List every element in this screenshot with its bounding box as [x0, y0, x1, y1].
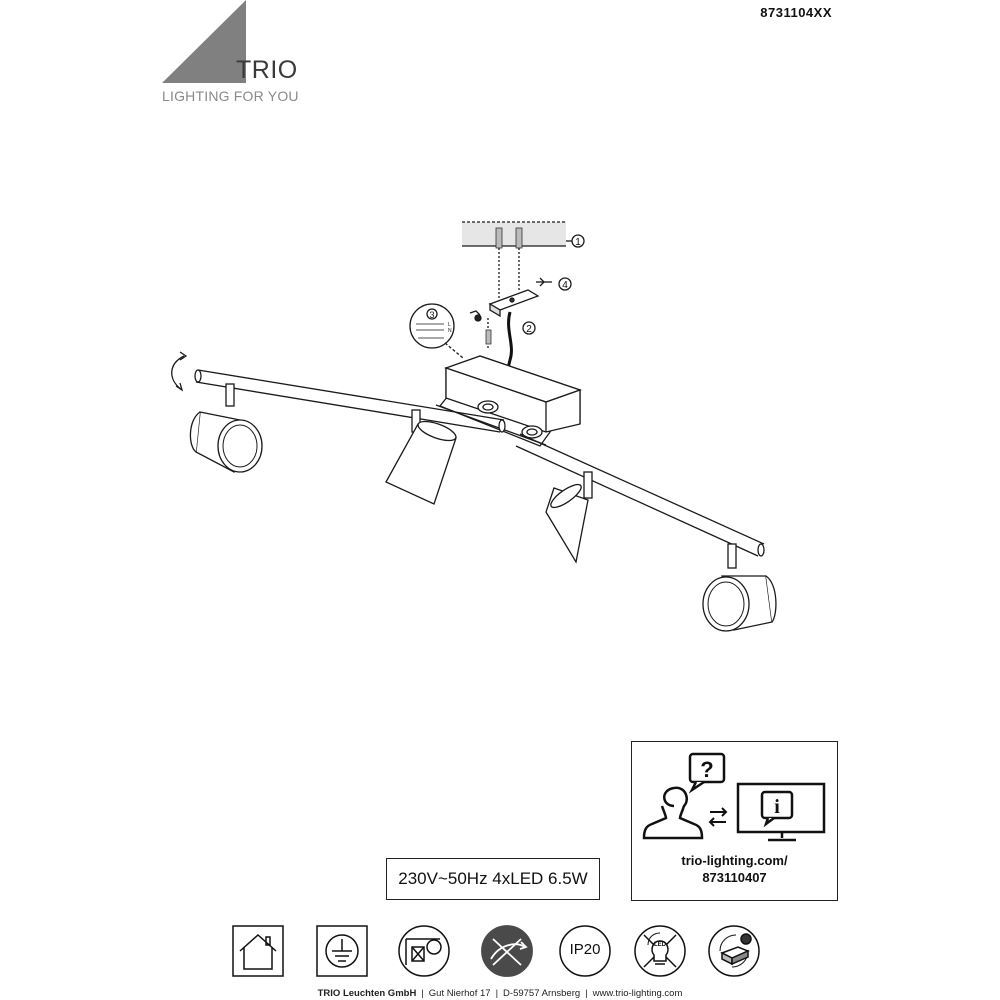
- minimum-distance-icon: [398, 925, 450, 977]
- ip20-icon: IP20: [559, 925, 611, 977]
- wiring-label-l: L: [448, 322, 451, 328]
- info-letter: i: [774, 796, 780, 818]
- protective-earth-icon: [316, 925, 368, 977]
- footer-street: Gut Nierhof 17: [428, 988, 491, 999]
- footer-company: TRIO Leuchten GmbH: [317, 988, 417, 999]
- spot-4: [702, 543, 777, 632]
- info-url-line2[interactable]: 873110407: [702, 870, 767, 885]
- spot-3: [545, 471, 593, 564]
- brand-name: TRIO: [236, 56, 298, 84]
- callout-2: 2: [526, 324, 532, 335]
- left-rod: [194, 369, 506, 433]
- callout-1: 1: [575, 237, 581, 248]
- question-mark: ?: [700, 757, 713, 782]
- callout-4: 4: [562, 280, 568, 291]
- not-dimmable-icon: [481, 925, 533, 977]
- online-info-box: ? i trio-lighting.com/ 873110407: [631, 741, 838, 901]
- led-not-replaceable-icon: LED: [634, 925, 686, 977]
- callout-3: 3: [429, 310, 434, 320]
- footer-city: D-59757 Arnsberg: [503, 988, 581, 999]
- online-help-illustration: ? i: [642, 752, 826, 842]
- electrical-spec: 230V~50Hz 4xLED 6.5W: [386, 858, 600, 900]
- wiring-label-n: N: [448, 328, 452, 334]
- footer: TRIO Leuchten GmbH|Gut Nierhof 17|D-5975…: [317, 988, 683, 999]
- assembly-drawing: 1 4 2 3 L N: [171, 221, 777, 632]
- ceiling-section: [462, 221, 566, 249]
- rotate-arrow: [171, 355, 185, 391]
- footer-website[interactable]: www.trio-lighting.com: [592, 988, 683, 999]
- spot-1: [189, 383, 263, 474]
- driver-not-replaceable-icon: [708, 925, 760, 977]
- wiring-detail: 3 L N: [409, 303, 464, 359]
- right-rod: [515, 433, 765, 557]
- question-bubble: [688, 752, 726, 784]
- user-silhouette-icon: [642, 786, 704, 840]
- product-code: 8731104XX: [760, 5, 832, 20]
- info-url[interactable]: trio-lighting.com/ 873110407: [632, 852, 837, 886]
- canopy-box: [435, 355, 582, 447]
- trio-logo-triangle: [162, 0, 246, 83]
- ip20-label: IP20: [569, 941, 601, 958]
- led-label: LED: [654, 942, 666, 948]
- info-url-line1[interactable]: trio-lighting.com/: [681, 853, 788, 868]
- brand-tagline: LIGHTING FOR YOU: [162, 88, 299, 104]
- mounting-bracket: [488, 277, 552, 318]
- indoor-house-icon: [232, 925, 284, 977]
- spot-2: [385, 409, 457, 505]
